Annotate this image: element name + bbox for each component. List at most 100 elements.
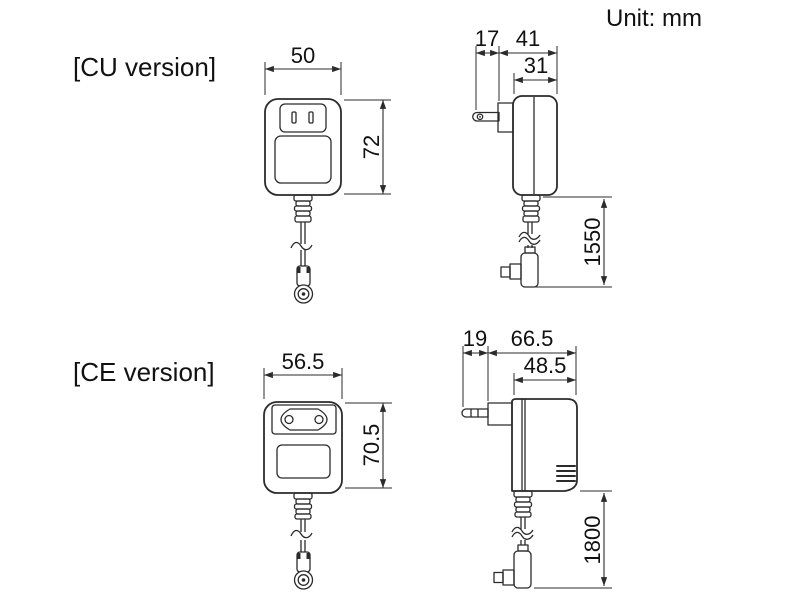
ce-front-height-dimension: 70.5: [345, 402, 392, 489]
strain-relief: [293, 194, 313, 223]
strain-relief-rib: [515, 496, 531, 503]
pin-hole-left: [284, 414, 294, 425]
cu-version-label: [CU version]: [73, 52, 216, 82]
strain-relief-rib: [522, 215, 540, 223]
strain-relief: [513, 490, 533, 518]
strain-relief-rib: [294, 215, 312, 223]
strain-relief-rib: [515, 506, 531, 513]
dimension-text: 1800: [580, 516, 605, 565]
strain-relief-rib: [294, 513, 312, 520]
barrel-tip: [493, 571, 504, 584]
ce-side-plug-depth-dimension: 19: [462, 326, 489, 407]
dc-plug-spring: [297, 553, 301, 559]
dc-plug-neck: [517, 544, 529, 552]
strain-relief: [521, 194, 541, 223]
ce-side-upper-body-depth-dimension: 48.5: [513, 353, 576, 395]
ce-front-width-dimension: 56.5: [263, 349, 343, 399]
dimension-text: 17: [475, 26, 499, 51]
dc-plug-spring: [297, 267, 301, 273]
strain-relief-rib: [295, 210, 311, 217]
dc-plug-tip-pin: [301, 578, 306, 582]
dc-plug: [293, 265, 314, 304]
cable-break: [290, 241, 313, 251]
cable-break: [518, 231, 541, 240]
cable-break: [511, 531, 534, 540]
cu-front-view: 50 72: [264, 43, 391, 304]
ce-version-label: [CE version]: [73, 357, 215, 387]
plug-pin: [461, 408, 489, 418]
adapter-body: [511, 398, 578, 492]
strain-relief-rib: [514, 511, 532, 518]
barrel-base: [509, 263, 522, 280]
ce-side-body-depth-dimension: 66.5: [488, 326, 577, 395]
dimension-text: 1550: [580, 218, 605, 267]
cable: [290, 222, 313, 266]
dc-plug: [500, 246, 539, 288]
strain-relief-rib: [295, 498, 311, 505]
dimension-text: 56.5: [282, 349, 325, 374]
pin-hole-right: [314, 414, 324, 425]
cable: [511, 517, 534, 545]
strain-relief: [293, 492, 313, 520]
dimension-text: 72: [359, 135, 384, 159]
strain-relief-rib: [295, 200, 311, 207]
euro-socket-opening: [280, 408, 328, 431]
cu-side-body-depth-dimension: 41: [499, 26, 558, 94]
dc-plug-body: [513, 550, 532, 589]
cu-side-cable-length-dimension: 1550: [535, 196, 612, 288]
cable: [518, 222, 541, 248]
adapter-body: [512, 95, 558, 196]
blade-hole: [476, 113, 484, 121]
dimension-text: 19: [463, 326, 487, 351]
cable-break: [290, 529, 313, 539]
dimension-text: 66.5: [511, 326, 554, 351]
strain-relief-rib: [513, 501, 533, 508]
barrel-tip: [500, 266, 511, 278]
strain-relief-rib: [523, 200, 539, 207]
dc-plug-body: [520, 252, 539, 288]
dc-plug-spring: [306, 553, 310, 559]
dimension-text: 41: [516, 26, 540, 51]
blade-hole-center: [479, 115, 481, 118]
plug-slot-right: [308, 111, 314, 124]
label-plate: [276, 444, 331, 479]
plug-face: [279, 103, 327, 133]
strain-relief-rib: [523, 210, 539, 217]
ce-front-view: 56.5 70.5: [263, 349, 392, 590]
label-plate: [274, 135, 332, 184]
euro-socket: [271, 404, 337, 435]
cable-break: [511, 526, 534, 535]
dc-plug: [293, 551, 314, 590]
cu-front-width-dimension: 50: [264, 43, 342, 95]
dimension-text: 50: [291, 43, 315, 68]
barrel-base: [502, 569, 515, 586]
dc-plug-tip-pin: [301, 292, 306, 296]
dc-plug-tip-ring: [297, 574, 310, 586]
dc-plug-tip-ring: [297, 288, 310, 300]
vent-slots: [556, 465, 576, 482]
strain-relief-rib: [293, 205, 313, 212]
cable-break: [518, 236, 541, 245]
cu-side-view: 17 41 31 1550: [472, 26, 612, 288]
dimension-text: 70.5: [359, 424, 384, 467]
unit-label: Unit: mm: [606, 5, 702, 32]
adapter-body: [263, 401, 343, 494]
strain-relief-rib: [295, 508, 311, 515]
dc-plug-neck: [524, 246, 536, 254]
dc-plug-spring: [306, 267, 310, 273]
plug-base: [487, 402, 513, 426]
cu-side-plug-depth-dimension: 17: [475, 26, 500, 110]
plug-slot-left: [291, 111, 297, 124]
cu-front-height-dimension: 72: [344, 99, 391, 195]
strain-relief-rib: [521, 205, 541, 212]
plug-base: [497, 102, 514, 133]
dimension-text: 48.5: [524, 353, 567, 378]
plug-blade: [472, 111, 500, 122]
ce-side-cable-length-dimension: 1800: [534, 490, 612, 589]
dc-plug: [493, 544, 532, 589]
ce-side-view: 19 66.5 48.5 1800: [461, 326, 612, 589]
cu-side-upper-body-depth-dimension: 31: [513, 53, 557, 94]
strain-relief-rib: [293, 503, 313, 510]
